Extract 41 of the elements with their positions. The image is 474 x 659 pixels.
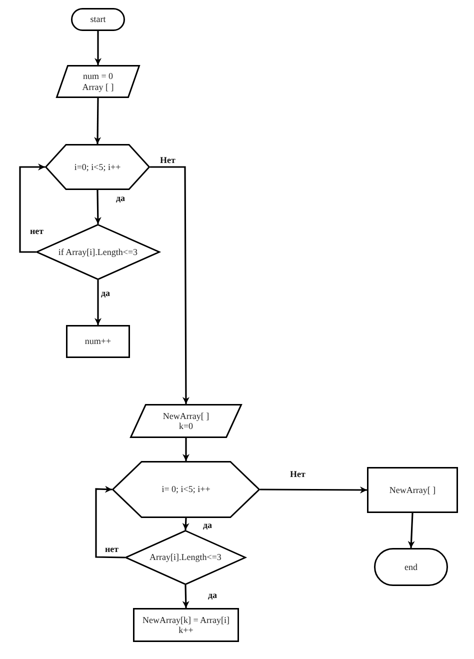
process-box [133, 608, 239, 642]
node-text: i= 0; i<5; i++ [160, 484, 212, 495]
node-text: NewArray[ ] k=0 [162, 410, 210, 432]
arrow [408, 512, 415, 548]
process-box [66, 325, 130, 358]
arrow [94, 31, 102, 65]
arrow [182, 584, 190, 608]
data-parallelogram [56, 65, 140, 98]
process-box [367, 467, 458, 513]
node-text: NewArray[k] = Array[i] k++ [141, 614, 231, 636]
arrow [150, 166, 190, 404]
terminal-shape [374, 548, 448, 586]
node-text: NewArray[ ] [388, 484, 437, 496]
edge-label: да [203, 520, 212, 530]
edge-label: Нет [160, 155, 176, 165]
node-text: start [89, 14, 107, 25]
arrow [95, 486, 126, 558]
loop-hexagon [112, 461, 260, 518]
node-text: if Array[i].Length<=3 [57, 246, 139, 258]
arrow [182, 438, 190, 461]
node-text: Array[i].Length<=3 [148, 552, 222, 563]
terminal-shape [71, 8, 125, 31]
arrow [182, 518, 190, 530]
edge-label: Нет [290, 469, 306, 479]
edge-label: да [101, 288, 110, 298]
arrow [19, 164, 45, 253]
loop-hexagon [45, 144, 150, 190]
node-text: end [404, 562, 418, 572]
arrow [94, 98, 102, 144]
node-text: i=0; i<5; i++ [73, 162, 122, 172]
node-text: num++ [84, 336, 112, 347]
edge-label: да [116, 193, 126, 203]
data-parallelogram [130, 404, 242, 438]
edge-label: да [208, 590, 218, 600]
edge-label: нет [30, 226, 44, 236]
arrow [94, 280, 102, 325]
node-text: num = 0 Array [ ] [81, 71, 115, 92]
arrow [260, 486, 367, 494]
arrow [94, 190, 102, 224]
edge-label: нет [105, 544, 119, 554]
decision-diamond [125, 530, 246, 585]
